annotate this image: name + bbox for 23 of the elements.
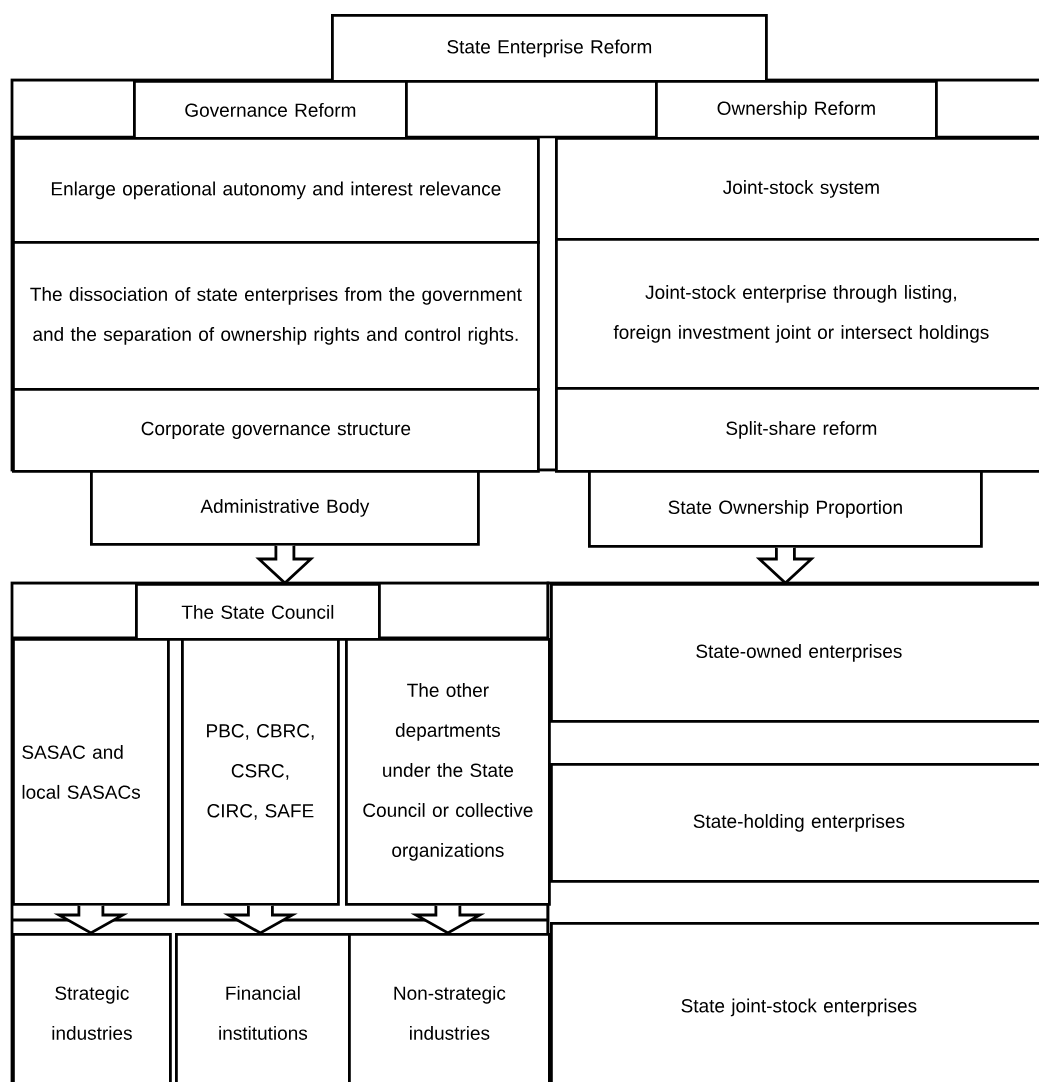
block-arrow — [223, 904, 298, 935]
block-arrow — [53, 904, 129, 935]
text-box: State Ownership Proportion — [588, 470, 983, 548]
text-box: SASAC and local SASACs — [12, 638, 170, 906]
text-box: State Enterprise Reform — [331, 14, 768, 83]
block-arrow — [255, 544, 315, 585]
text-box: Strategic industries — [12, 933, 172, 1082]
text-box: Non-strategic industries — [348, 933, 551, 1082]
text-box: Joint-stock enterprise through listing, foreign investment joint or intersect holdings — [555, 238, 1039, 390]
text-box: The other departments under the State Council or collective organizations — [345, 638, 551, 906]
text-box: Administrative Body — [90, 470, 480, 546]
text-box: Corporate governance structure — [12, 388, 540, 473]
text-box: State joint-stock enterprises — [550, 922, 1039, 1082]
block-arrow — [410, 904, 486, 935]
text-box: Split-share reform — [555, 387, 1039, 473]
text-box: Financial institutions — [175, 933, 351, 1082]
text-box: Ownership Reform — [655, 80, 938, 140]
text-box: The dissociation of state enterprises from the government and the separation of ownership rights and control rights. — [12, 241, 540, 391]
text-box: State-owned enterprises — [550, 583, 1039, 723]
text-box: Governance Reform — [133, 80, 408, 140]
block-arrow — [755, 546, 815, 585]
text-box: The State Council — [135, 583, 381, 641]
text-box: State-holding enterprises — [550, 763, 1039, 883]
